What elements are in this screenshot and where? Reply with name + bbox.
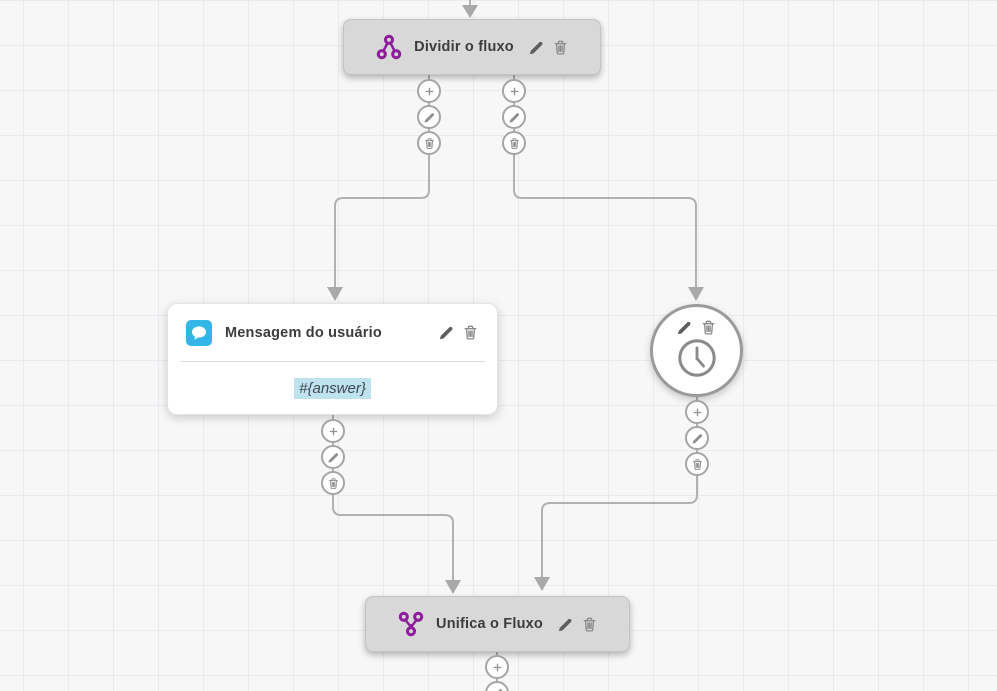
variable-value[interactable]: #{answer} xyxy=(294,377,371,399)
node-actions xyxy=(676,319,717,336)
pencil-icon xyxy=(508,111,521,124)
add-button[interactable] xyxy=(321,419,345,443)
arrowhead-message-to-merge xyxy=(445,580,461,594)
node-header: Mensagem do usuário xyxy=(168,304,497,361)
trash-icon[interactable] xyxy=(581,616,598,633)
connector-split-to-message xyxy=(334,75,430,287)
connector-message-to-merge xyxy=(332,415,454,580)
delete-button[interactable] xyxy=(417,131,441,155)
connector-timer-to-merge xyxy=(541,397,698,577)
node-timer[interactable] xyxy=(650,304,743,397)
edit-icon[interactable] xyxy=(676,319,693,336)
clock-icon xyxy=(676,337,718,379)
arrowhead-to-message xyxy=(327,287,343,301)
node-title: Mensagem do usuário xyxy=(225,324,382,341)
trash-icon xyxy=(508,137,521,150)
trash-icon[interactable] xyxy=(552,39,569,56)
edit-icon[interactable] xyxy=(557,616,574,633)
plus-icon xyxy=(423,85,436,98)
arrowhead-to-timer xyxy=(688,287,704,301)
node-actions xyxy=(528,39,569,56)
pencil-icon xyxy=(691,432,704,445)
arrowhead-into-split xyxy=(462,5,478,18)
trash-icon xyxy=(423,137,436,150)
edit-button[interactable] xyxy=(685,426,709,450)
delete-button[interactable] xyxy=(685,452,709,476)
arrowhead-timer-to-merge xyxy=(534,577,550,591)
node-divider xyxy=(180,361,485,362)
plus-icon xyxy=(691,406,704,419)
edit-icon[interactable] xyxy=(528,39,545,56)
node-user-message[interactable]: Mensagem do usuário #{answer} xyxy=(167,303,498,415)
trash-icon[interactable] xyxy=(462,324,479,341)
chat-bubble-icon xyxy=(186,320,212,346)
connector-split-to-timer xyxy=(513,75,697,287)
node-title: Unifica o Fluxo xyxy=(436,616,543,632)
plus-icon xyxy=(491,661,504,674)
delete-button[interactable] xyxy=(502,131,526,155)
node-actions xyxy=(438,324,479,341)
plus-icon xyxy=(508,85,521,98)
pencil-icon xyxy=(491,687,504,691)
edit-button[interactable] xyxy=(321,445,345,469)
node-split-flow[interactable]: Dividir o fluxo xyxy=(343,19,601,75)
trash-icon xyxy=(327,477,340,490)
node-body: #{answer} xyxy=(168,362,497,414)
add-button[interactable] xyxy=(502,79,526,103)
split-flow-icon xyxy=(375,33,403,61)
node-merge-flow[interactable]: Unifica o Fluxo xyxy=(365,596,630,652)
edit-icon[interactable] xyxy=(438,324,455,341)
pencil-icon xyxy=(423,111,436,124)
plus-icon xyxy=(327,425,340,438)
node-actions xyxy=(557,616,598,633)
add-button[interactable] xyxy=(417,79,441,103)
node-title: Dividir o fluxo xyxy=(414,39,514,55)
trash-icon xyxy=(691,458,704,471)
trash-icon[interactable] xyxy=(700,319,717,336)
add-button[interactable] xyxy=(685,400,709,424)
edit-button[interactable] xyxy=(417,105,441,129)
edit-button[interactable] xyxy=(502,105,526,129)
pencil-icon xyxy=(327,451,340,464)
add-button[interactable] xyxy=(485,655,509,679)
delete-button[interactable] xyxy=(321,471,345,495)
merge-flow-icon xyxy=(397,610,425,638)
